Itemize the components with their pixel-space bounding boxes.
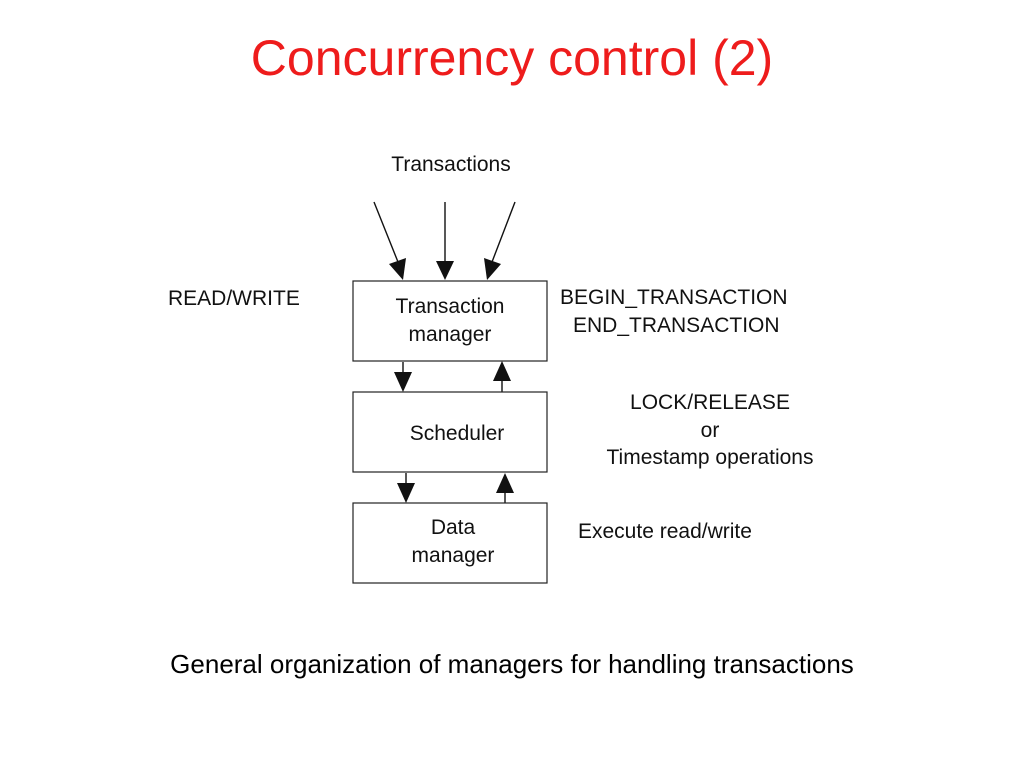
lock-release-label: LOCK/RELEASE: [630, 391, 790, 414]
data-manager-box: [352, 502, 548, 584]
transaction-arrow-middle-head: [436, 261, 454, 280]
down-arrow-head-1: [394, 372, 412, 392]
scheduler-label: Scheduler: [410, 422, 505, 445]
data-manager-label-line-2: manager: [412, 544, 495, 567]
up-arrow-head-2: [496, 473, 514, 493]
execute-read-write-label: Execute read/write: [578, 520, 752, 543]
transaction-manager-label-line-2: manager: [409, 323, 492, 346]
slide-caption: General organization of managers for han…: [170, 649, 854, 679]
transaction-arrow-left-line: [373, 201, 399, 263]
or-label: or: [701, 419, 720, 442]
transactions-label: Transactions: [391, 153, 510, 176]
up-arrow-head-1: [493, 361, 511, 381]
read-write-label: READ/WRITE: [168, 287, 300, 310]
transaction-manager-box: [352, 280, 548, 362]
slide-title: Concurrency control (2): [250, 30, 774, 86]
transaction-manager-label-line-1: Transaction: [396, 295, 505, 318]
incoming-transaction-arrows: [373, 201, 516, 280]
scheduler-box: [352, 391, 548, 473]
transaction-arrow-right-head: [484, 258, 501, 280]
manager-scheduler-arrows: [394, 361, 511, 392]
data-manager-label-line-1: Data: [431, 516, 476, 539]
begin-transaction-label: BEGIN_TRANSACTION: [560, 286, 788, 309]
down-arrow-head-2: [397, 483, 415, 503]
scheduler-data-manager-arrows: [397, 473, 514, 503]
timestamp-operations-label: Timestamp operations: [607, 446, 814, 469]
transaction-arrow-left-head: [389, 258, 406, 280]
transaction-arrow-right-line: [491, 201, 516, 263]
end-transaction-label: END_TRANSACTION: [573, 314, 780, 337]
